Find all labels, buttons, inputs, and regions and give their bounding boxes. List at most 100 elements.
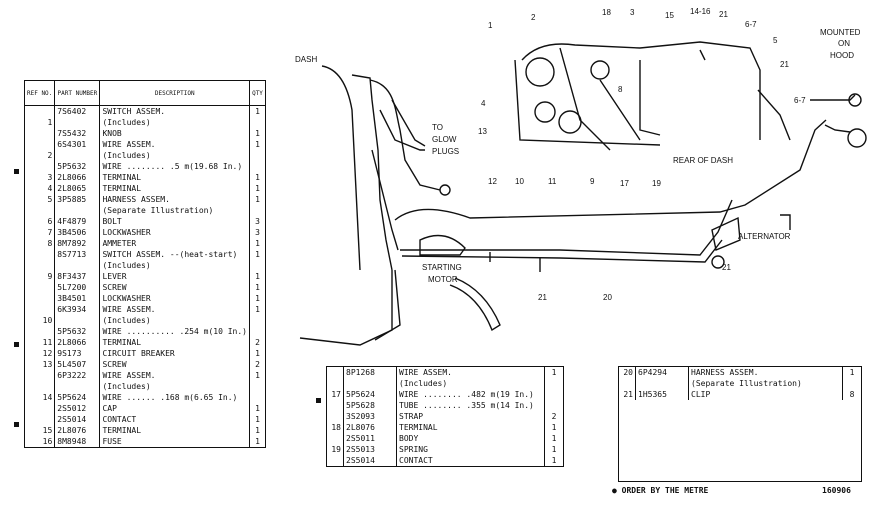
- label-hood: HOOD: [830, 51, 854, 60]
- quantity: 1: [255, 415, 260, 424]
- ref-number: [25, 370, 56, 381]
- description: BOLT: [99, 216, 250, 227]
- description: WIRE ........ .482 m(19 In.): [396, 389, 545, 400]
- part-number: 2L8065: [54, 183, 101, 194]
- quantity: 1: [551, 434, 557, 443]
- callout: 11: [548, 177, 557, 186]
- ref-number: 1: [25, 117, 56, 128]
- ref-number: 5: [25, 194, 56, 205]
- callout: 21: [722, 263, 731, 272]
- parts-table-left: REF NO. PART NUMBER DESCRIPTION QTY 7S64…: [24, 80, 266, 448]
- quantity: 1: [255, 173, 260, 182]
- part-number: [54, 381, 101, 392]
- description: SWITCH ASSEM. --(heat-start): [99, 249, 250, 260]
- metre-bullet: [14, 422, 19, 427]
- description: TERMINAL: [99, 337, 250, 348]
- ref-number: 16: [25, 436, 56, 447]
- part-number: 7S5432: [54, 128, 101, 139]
- figure-number: 160906: [822, 486, 851, 495]
- callout: 21: [538, 293, 547, 302]
- label-dash: DASH: [295, 55, 317, 64]
- description: SWITCH ASSEM.: [99, 105, 250, 117]
- description: (Includes): [99, 315, 250, 326]
- quantity: 1: [255, 272, 260, 281]
- table-row: (Includes): [327, 378, 563, 389]
- quantity: 1: [551, 456, 557, 465]
- label-on: ON: [838, 39, 850, 48]
- ref-number: [25, 161, 56, 172]
- quantity: 2: [255, 338, 260, 347]
- label-plugs: PLUGS: [432, 147, 459, 156]
- table-row: 10 (Includes): [25, 315, 265, 326]
- part-number: 1H5365: [635, 389, 689, 400]
- callout: 17: [620, 179, 629, 188]
- order-note-text: ORDER BY THE METRE: [621, 486, 709, 495]
- callout: 15: [665, 11, 674, 20]
- ref-number: 13: [25, 359, 56, 370]
- callout: 9: [590, 177, 595, 186]
- description: FUSE: [99, 436, 250, 447]
- part-number: 2L8066: [54, 172, 101, 183]
- description: (Separate Illustration): [688, 378, 843, 389]
- ref-number: [25, 381, 56, 392]
- quantity: 1: [551, 445, 557, 454]
- description: WIRE ASSEM.: [99, 139, 250, 150]
- callout: 19: [652, 179, 661, 188]
- description: TERMINAL: [99, 183, 250, 194]
- ref-number: [327, 455, 344, 466]
- part-number: 3S2093: [343, 411, 397, 422]
- description: TERMINAL: [99, 425, 250, 436]
- description: HARNESS ASSEM.: [99, 194, 250, 205]
- quantity: 3: [255, 228, 260, 237]
- description: HARNESS ASSEM.: [688, 367, 843, 378]
- part-number: 8M8948: [54, 436, 101, 447]
- part-number: 2L8076: [54, 425, 101, 436]
- part-number: 5L7200: [54, 282, 101, 293]
- metre-bullet: [14, 342, 19, 347]
- quantity: 1: [255, 404, 260, 413]
- part-number: [54, 315, 101, 326]
- quantity: [249, 326, 265, 337]
- part-number: 5P5632: [54, 161, 101, 172]
- part-number: 6K3934: [54, 304, 101, 315]
- quantity: 2: [551, 412, 557, 421]
- description: (Includes): [99, 117, 250, 128]
- ref-number: [25, 304, 56, 315]
- ref-number: [619, 378, 636, 389]
- description: WIRE ASSEM.: [99, 304, 250, 315]
- part-number: [635, 378, 689, 389]
- part-number: 2S5014: [343, 455, 397, 466]
- description: WIRE ASSEM.: [99, 370, 250, 381]
- metre-bullet: [14, 169, 19, 174]
- label-mounted: MOUNTED: [820, 28, 861, 37]
- table-row: 1 (Includes): [25, 117, 265, 128]
- header-qty: QTY: [249, 81, 265, 106]
- quantity: [545, 400, 564, 411]
- description: AMMETER: [99, 238, 250, 249]
- description: TUBE ........ .355 m(14 In.): [396, 400, 545, 411]
- callout: 18: [602, 8, 611, 17]
- callout: 1: [488, 21, 493, 30]
- quantity: [249, 392, 265, 403]
- table-row: (Separate Illustration): [619, 378, 861, 389]
- description: STRAP: [396, 411, 545, 422]
- ref-number: 10: [25, 315, 56, 326]
- table-row: 2(Includes): [25, 150, 265, 161]
- ref-number: [25, 105, 56, 117]
- part-number: 8M7892: [54, 238, 101, 249]
- quantity: [249, 260, 265, 271]
- ref-number: 4: [25, 183, 56, 194]
- part-number: [54, 260, 101, 271]
- table-row: (Includes): [25, 381, 265, 392]
